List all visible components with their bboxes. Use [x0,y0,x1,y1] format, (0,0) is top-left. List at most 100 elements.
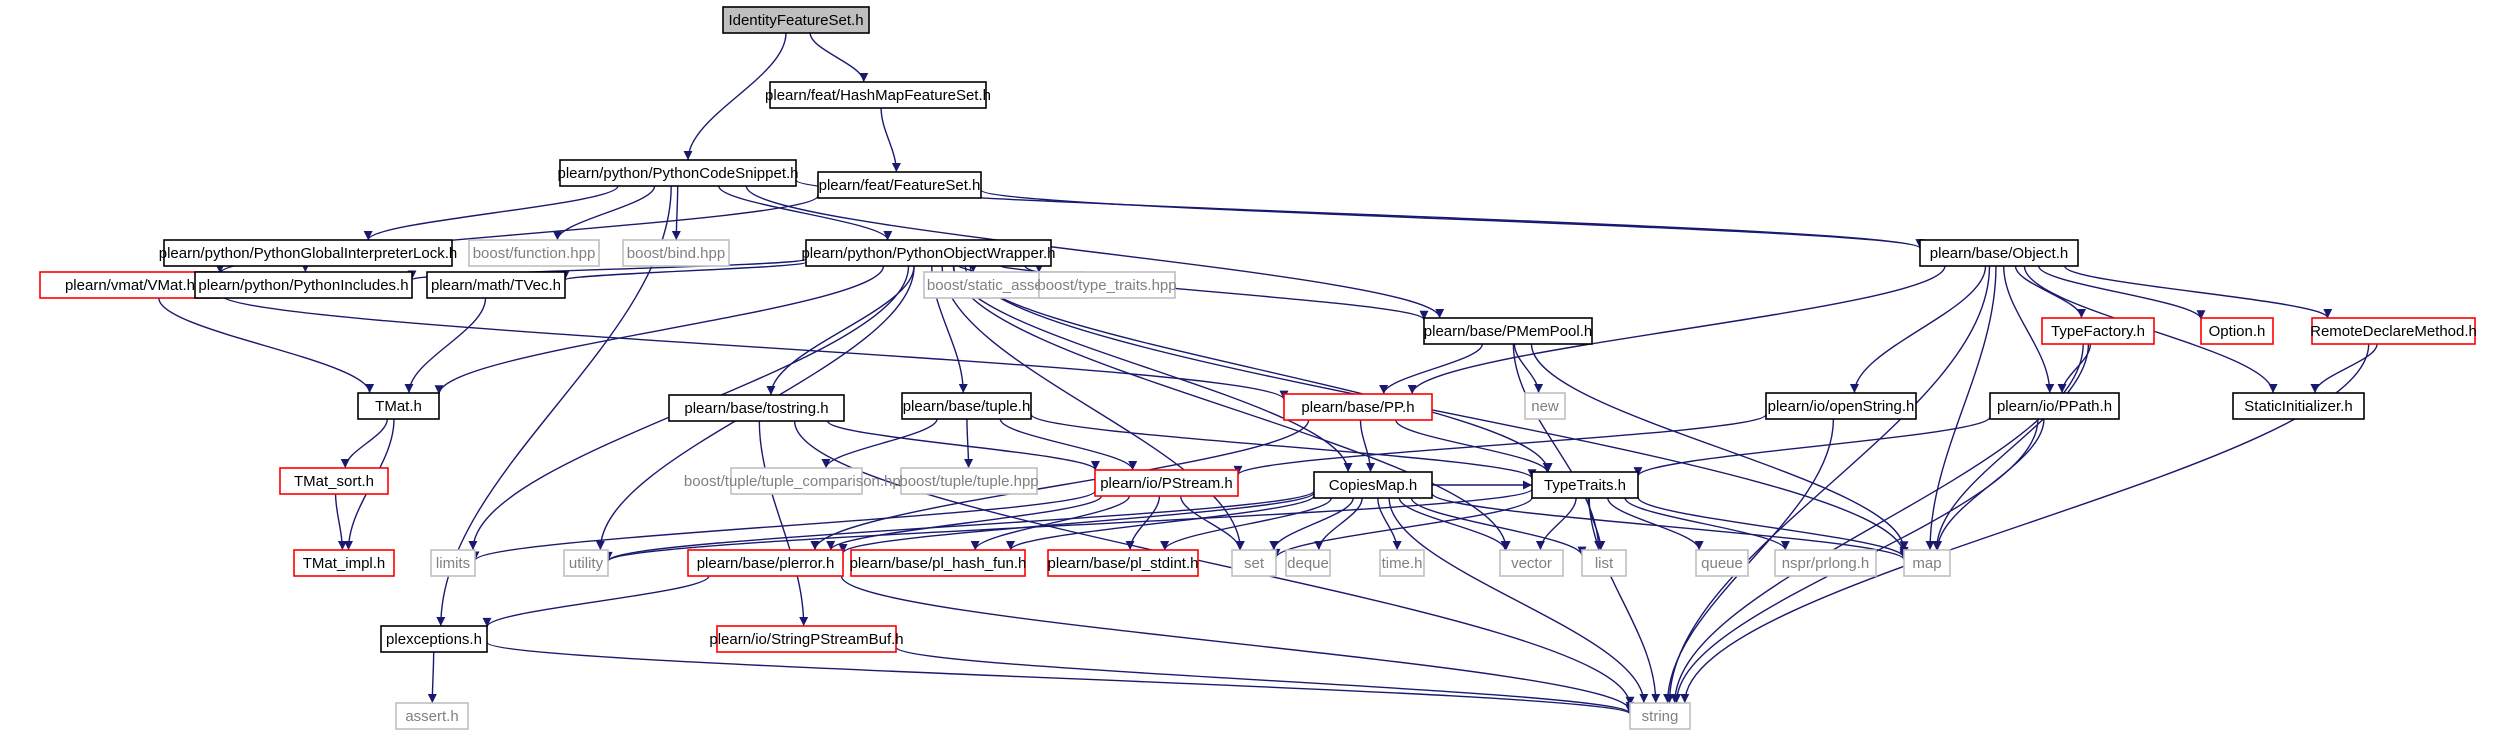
node-tuple-box [901,392,1032,420]
edge-pstream-to-plerror [826,495,1103,551]
node-timeh-box [1379,549,1425,577]
node-btraits[interactable]: boost/type_traits.hpp [1037,271,1177,299]
edge-pow-to-tostring [766,265,915,396]
node-option[interactable]: Option.h [2200,317,2274,345]
node-plerror[interactable]: plearn/base/plerror.h [687,549,844,577]
node-spsbuf-box [716,625,897,653]
node-tmatimpl-box [293,549,395,577]
node-asserth-box [395,702,469,730]
edge-copies-to-plerror [838,491,1315,554]
edge-pow-to-map [969,265,1909,556]
node-btc[interactable]: boost/tuple/tuple_comparison.hpp [684,467,909,495]
node-tmatimpl[interactable]: TMat_impl.h [293,549,395,577]
node-hashfun-label: plearn/base/pl_hash_fun.h [850,555,1027,572]
node-tfactory[interactable]: TypeFactory.h [2041,317,2155,345]
edge-tuple-to-btc [821,418,938,469]
node-utility-label: utility [569,555,604,572]
node-timeh[interactable]: time.h [1379,549,1425,577]
node-tmat[interactable]: TMat.h [357,392,440,420]
node-pstream[interactable]: plearn/io/PStream.h [1094,469,1239,497]
node-string[interactable]: string [1629,702,1691,730]
node-pcs-box [559,159,797,187]
node-bfunc[interactable]: boost/function.hpp [468,239,600,267]
edge-pstream-to-hashfun [970,495,1131,551]
node-set[interactable]: set [1231,549,1277,577]
node-pcs[interactable]: plearn/python/PythonCodeSnippet.h [557,159,799,187]
node-pgil[interactable]: plearn/python/PythonGlobalInterpreterLoc… [159,239,458,267]
node-prlong[interactable]: nspr/prlong.h [1774,549,1877,577]
node-featset[interactable]: plearn/feat/FeatureSet.h [817,171,982,199]
node-utility[interactable]: utility [563,549,609,577]
node-spsbuf[interactable]: plearn/io/StringPStreamBuf.h [709,625,904,653]
edge-obj-to-pp [1407,265,1946,395]
node-hashfun[interactable]: plearn/base/pl_hash_fun.h [850,549,1027,577]
node-tvec[interactable]: plearn/math/TVec.h [426,271,566,299]
edge-pp-to-copies [1359,419,1375,473]
edge-obj-to-option [2037,265,2206,320]
node-vmat[interactable]: plearn/vmat/VMat.h [39,271,221,299]
node-tvec-label: plearn/math/TVec.h [431,277,561,294]
node-queue-label: queue [1701,555,1743,572]
edge-featset-to-obj [980,189,1925,249]
node-stdint-label: plearn/base/pl_stdint.h [1048,555,1199,572]
node-tmatsort[interactable]: TMat_sort.h [279,467,389,495]
node-openstr-box [1765,392,1917,420]
node-limits[interactable]: limits [430,549,476,577]
node-layer: IdentityFeatureSet.h plearn/feat/HashMapF… [39,6,2477,730]
node-pp[interactable]: plearn/base/PP.h [1283,393,1433,421]
node-vector[interactable]: vector [1499,549,1564,577]
node-btc-label: boost/tuple/tuple_comparison.hpp [684,473,909,490]
node-rdm[interactable]: RemoteDeclareMethod.h [2310,317,2477,345]
node-staticinit[interactable]: StaticInitializer.h [2232,392,2365,420]
node-ppath[interactable]: plearn/io/PPath.h [1989,392,2120,420]
node-btuple[interactable]: boost/tuple/tuple.hpp [899,467,1039,495]
edge-obj-to-openstr [1849,265,1987,394]
node-obj[interactable]: plearn/base/Object.h [1919,239,2079,267]
node-root[interactable]: IdentityFeatureSet.h [722,6,870,34]
node-pgil-label: plearn/python/PythonGlobalInterpreterLoc… [159,245,458,262]
node-new[interactable]: new [1524,392,1566,420]
node-tuple[interactable]: plearn/base/tuple.h [901,392,1032,420]
node-pow[interactable]: plearn/python/PythonObjectWrapper.h [801,239,1056,267]
node-pinc[interactable]: plearn/python/PythonIncludes.h [194,271,413,299]
node-string-label: string [1642,708,1679,725]
node-map-label: map [1912,555,1941,572]
node-bfunc-box [468,239,600,267]
node-rdm-box [2311,317,2476,345]
node-pinc-label: plearn/python/PythonIncludes.h [198,277,408,294]
edge-root-to-pcs [683,32,787,161]
node-asserth[interactable]: assert.h [395,702,469,730]
node-set-label: set [1244,555,1265,572]
node-openstr[interactable]: plearn/io/openString.h [1765,392,1917,420]
node-tostring[interactable]: plearn/base/tostring.h [668,394,845,422]
edge-pow-to-tmat [434,265,885,395]
edge-obj-to-rdm [2064,265,2333,319]
node-typetraits-box [1531,471,1639,499]
node-vector-box [1499,549,1564,577]
node-new-box [1524,392,1566,420]
edge-hashmap-to-featset [880,107,901,173]
edge-obj-to-ppath [2003,265,2055,394]
node-stdint[interactable]: plearn/base/pl_stdint.h [1047,549,1199,577]
edge-tostring-to-pstream [826,420,1100,471]
node-pp-label: plearn/base/PP.h [1301,399,1414,416]
node-copies-box [1313,471,1433,499]
node-deque[interactable]: deque [1285,549,1331,577]
node-hashmap[interactable]: plearn/feat/HashMapFeatureSet.h [765,81,991,109]
node-plexc[interactable]: plexceptions.h [380,625,488,653]
node-queue[interactable]: queue [1695,549,1749,577]
node-pmem[interactable]: plearn/base/PMemPool.h [1423,317,1593,345]
node-copies[interactable]: CopiesMap.h [1313,471,1433,499]
edge-tuple-to-btuple [964,418,974,469]
node-map[interactable]: map [1903,549,1951,577]
node-staticinit-label: StaticInitializer.h [2244,398,2352,415]
edge-typetraits-to-map [1637,496,1909,559]
edge-pmem-to-pp [1379,343,1484,395]
node-typetraits[interactable]: TypeTraits.h [1531,471,1639,499]
edge-copies-to-vector [1398,497,1510,551]
edge-plerror-to-string [840,575,1635,712]
edge-copies-to-timeh [1377,497,1402,551]
edge-layer [158,32,2378,715]
node-list[interactable]: list [1581,549,1627,577]
node-bbind[interactable]: boost/bind.hpp [622,239,730,267]
